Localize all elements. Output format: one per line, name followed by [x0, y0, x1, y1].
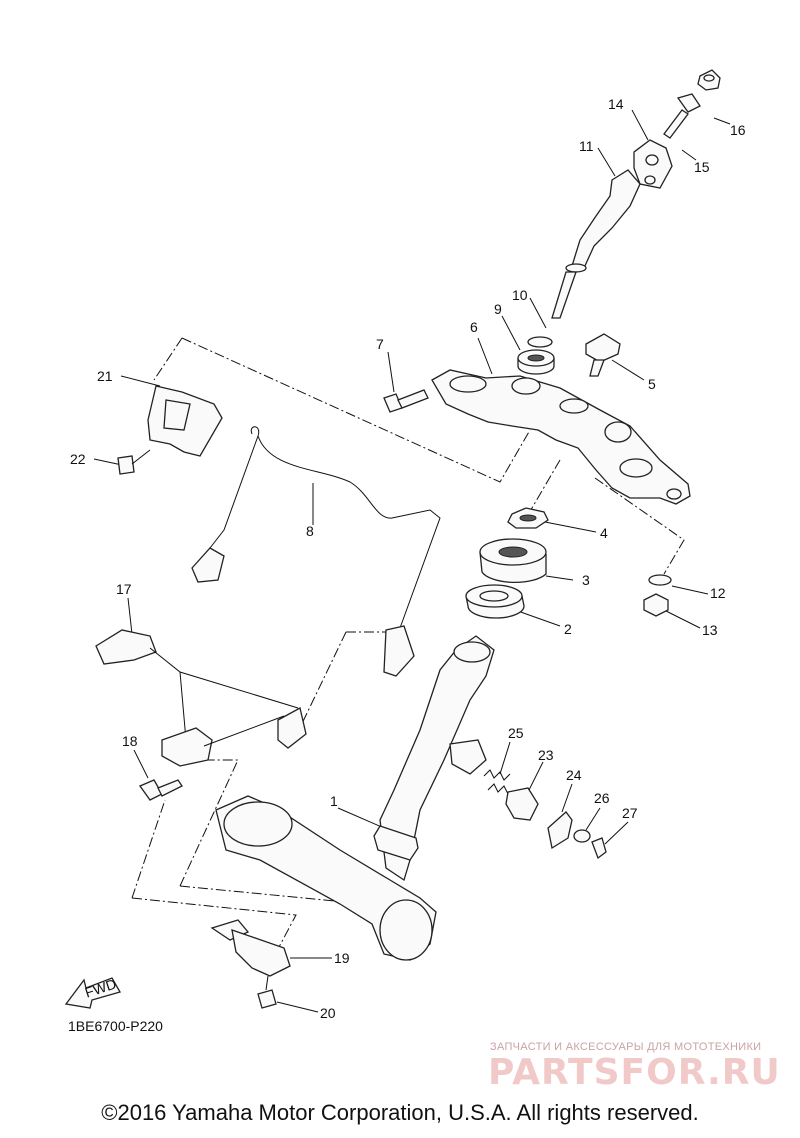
callout-13: 13 [702, 622, 718, 638]
part-13-nut [643, 593, 669, 617]
leader-lines [93, 109, 731, 1013]
callout-6: 6 [470, 319, 478, 335]
callout-24: 24 [566, 767, 582, 783]
part-25-spring [483, 769, 511, 795]
callout-11: 11 [579, 138, 594, 154]
part-24-plate [547, 811, 573, 850]
callout-15: 15 [694, 159, 710, 175]
callout-numbers: 16 14 15 11 10 9 6 7 5 21 22 8 4 3 12 2 … [70, 96, 746, 1021]
part-18-bolt [139, 779, 183, 801]
part-6-upper-bracket [431, 369, 691, 505]
callout-18: 18 [122, 733, 138, 749]
callout-12: 12 [710, 585, 726, 601]
part-12-washer [648, 574, 672, 586]
callout-14: 14 [608, 96, 624, 112]
callout-27: 27 [622, 805, 638, 821]
callout-23: 23 [538, 747, 554, 763]
callout-22: 22 [70, 451, 86, 467]
part-8-wire [191, 426, 441, 677]
callout-21: 21 [97, 368, 113, 384]
part-22-screw [117, 449, 151, 475]
callout-17: 17 [116, 581, 132, 597]
part-16-nut [697, 69, 721, 91]
part-9-bushing [517, 349, 555, 375]
part-20-screw [257, 975, 277, 1009]
diagram-code: 1BE6700-P220 [68, 1018, 163, 1034]
part-27-pin [591, 837, 607, 860]
part-21-bracket [147, 385, 223, 457]
callout-20: 20 [320, 1005, 336, 1021]
callout-7: 7 [376, 336, 384, 352]
part-15-bolt [663, 93, 701, 139]
part-19-clip [210, 919, 291, 977]
callout-5: 5 [648, 376, 656, 392]
part-2-bearing [465, 584, 525, 619]
part-5-bolt [585, 333, 621, 377]
part-7-bolt [383, 389, 429, 413]
watermark-caption: ЗАПЧАСТИ И АКСЕССУАРЫ ДЛЯ МОТОТЕХНИКИ [490, 1041, 762, 1053]
callout-1: 1 [330, 793, 338, 809]
part-17-stay [95, 629, 307, 767]
part-23-plunger [505, 787, 539, 821]
watermark-brand: PARTSFOR.RU [488, 1052, 781, 1093]
callout-2: 2 [564, 621, 572, 637]
callout-3: 3 [582, 572, 590, 588]
part-4-nut [507, 507, 549, 529]
fwd-arrow-icon: FWD [64, 976, 121, 1009]
callout-8: 8 [306, 523, 314, 539]
callout-9: 9 [494, 301, 502, 317]
callout-10: 10 [512, 287, 528, 303]
callout-16: 16 [730, 122, 746, 138]
copyright-text: ©2016 Yamaha Motor Corporation, U.S.A. A… [101, 1100, 699, 1125]
callout-19: 19 [334, 950, 350, 966]
part-26-washer [573, 829, 591, 843]
callout-26: 26 [594, 790, 610, 806]
callout-25: 25 [508, 725, 524, 741]
part-3-bearing-race [479, 538, 547, 584]
part-1-steering-stem [215, 635, 495, 961]
callout-4: 4 [600, 525, 608, 541]
part-14-clamp [633, 139, 673, 189]
part-10-washer [527, 336, 553, 348]
part-11-handlebar [551, 169, 641, 319]
